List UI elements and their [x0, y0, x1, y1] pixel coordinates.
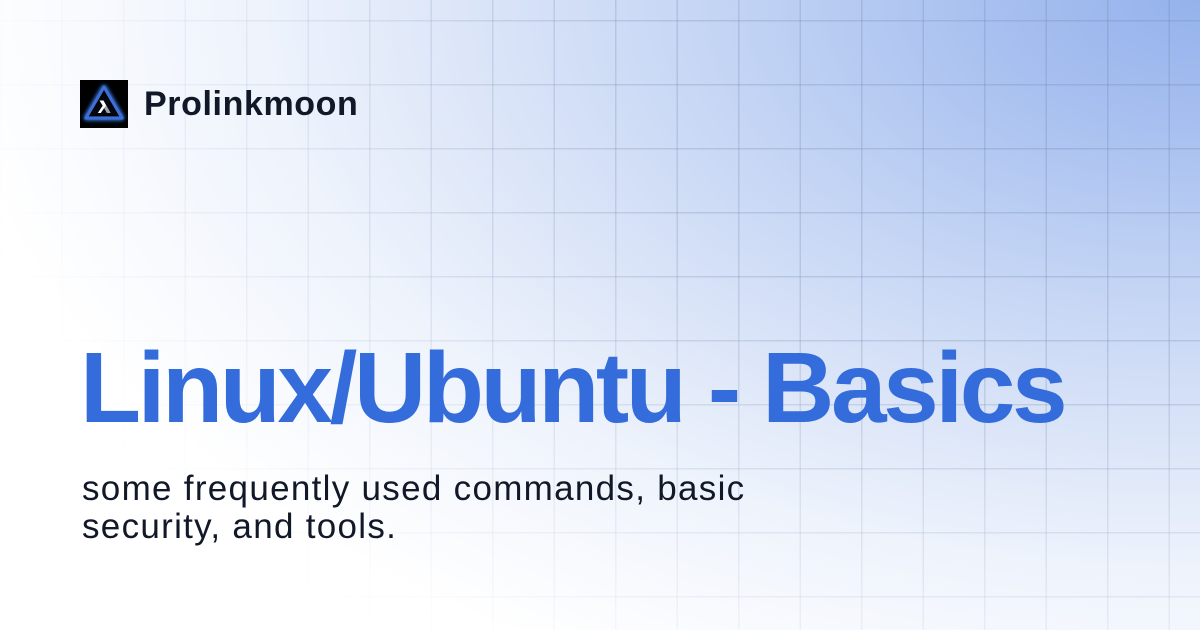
- subtitle-line: security, and tools.: [82, 507, 398, 546]
- brand-name: Prolinkmoon: [144, 85, 359, 123]
- page-subtitle: some frequently used commands, basic sec…: [82, 470, 802, 546]
- subtitle-line: some frequently used commands, basic: [82, 469, 746, 508]
- triangle-lambda-logo-icon: [80, 80, 128, 128]
- brand-header: Prolinkmoon: [80, 80, 358, 128]
- page-title: Linux/Ubuntu - Basics: [80, 332, 1068, 444]
